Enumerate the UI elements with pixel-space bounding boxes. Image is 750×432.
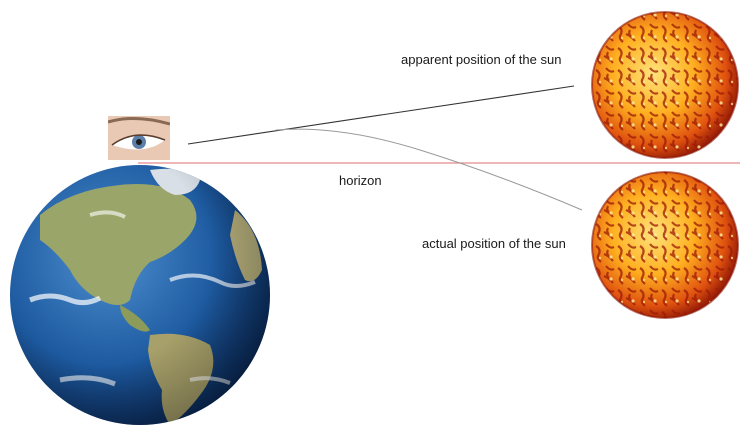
refracted-ray-curve xyxy=(275,128,583,211)
apparent-sun-icon xyxy=(591,11,739,159)
eye-icon xyxy=(108,116,170,160)
horizon-label: horizon xyxy=(339,173,382,188)
apparent-ray-line xyxy=(187,85,575,145)
earth-globe-icon xyxy=(10,165,270,425)
actual-sun-icon xyxy=(591,171,739,319)
apparent-position-label: apparent position of the sun xyxy=(401,52,562,67)
actual-position-label: actual position of the sun xyxy=(422,236,566,251)
